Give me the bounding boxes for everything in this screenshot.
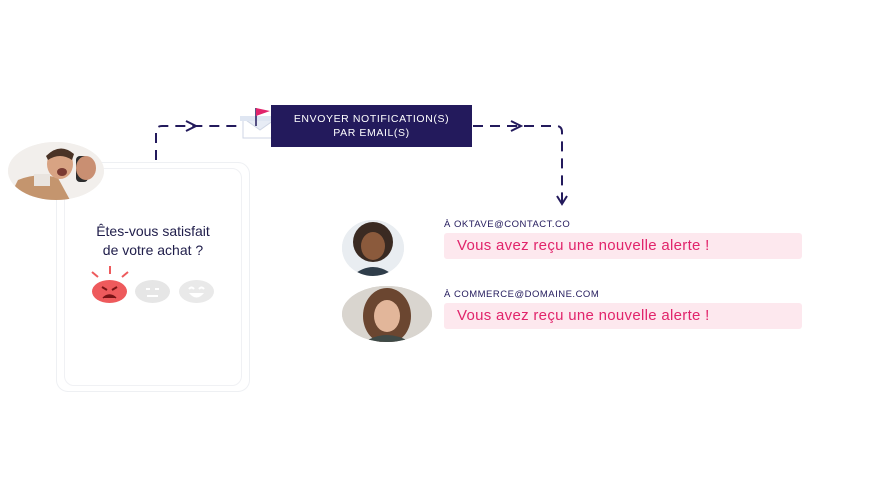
action-title-line-2: PAR EMAIL(S) xyxy=(333,127,410,139)
connector-left xyxy=(155,125,240,160)
phone-screen xyxy=(64,168,242,386)
customer-avatar xyxy=(8,142,104,200)
happy-face-icon[interactable] xyxy=(179,280,214,303)
recipient-1-email: À OKTAVE@CONTACT.CO xyxy=(444,219,571,230)
survey-question-line-2: de votre achat ? xyxy=(102,242,204,258)
notification-message-1: Vous avez reçu une nouvelle alerte ! xyxy=(444,233,802,259)
survey-question: Êtes-vous satisfait de votre achat ? xyxy=(64,222,242,260)
notification-message-2: Vous avez reçu une nouvelle alerte ! xyxy=(444,303,802,329)
recipient-avatar-1 xyxy=(342,220,404,276)
connector-right-arrow xyxy=(510,120,524,132)
recipient-avatar-2 xyxy=(342,286,432,342)
action-title-line-1: ENVOYER NOTIFICATION(S) xyxy=(293,113,450,125)
connector-right xyxy=(473,125,563,202)
send-email-action: ENVOYER NOTIFICATION(S) PAR EMAIL(S) xyxy=(271,105,472,147)
connector-left-arrow xyxy=(185,120,199,132)
angry-face-icon[interactable] xyxy=(92,280,127,303)
angry-burst-icon xyxy=(91,266,129,278)
recipient-2-email: À COMMERCE@DOMAINE.COM xyxy=(444,289,600,300)
phone-frame xyxy=(56,162,250,392)
connector-down-arrow xyxy=(556,195,568,206)
email-flag-icon xyxy=(240,106,284,140)
neutral-face-icon[interactable] xyxy=(135,280,170,303)
rating-faces xyxy=(90,266,220,310)
survey-question-line-1: Êtes-vous satisfait xyxy=(96,223,210,239)
